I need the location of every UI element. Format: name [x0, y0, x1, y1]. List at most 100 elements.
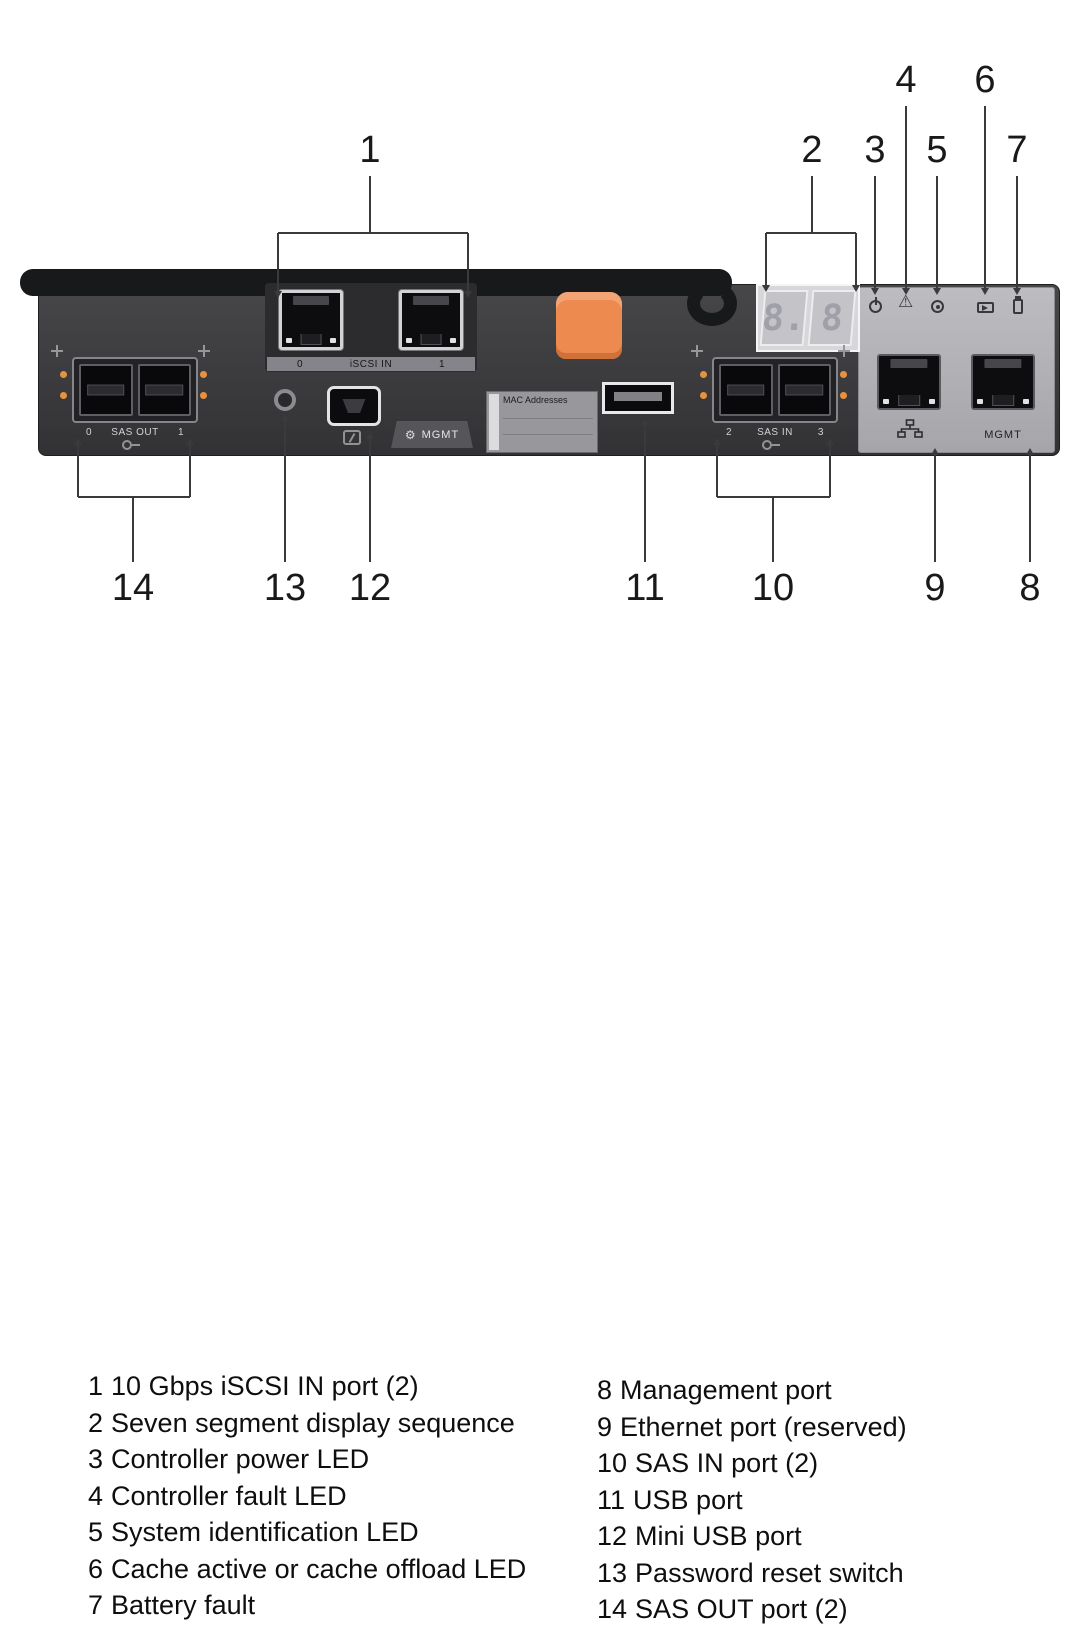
mini-usb-port	[327, 386, 381, 426]
legend-num: 8	[597, 1375, 613, 1405]
controller-rear-panel-diagram: 0 iSCSI IN 1 8. 8 ⚠ 0 SAS OUT 1	[0, 0, 1080, 660]
legend-num: 1	[88, 1371, 104, 1401]
sas-in-label-name: SAS IN	[757, 427, 793, 438]
legend-num: 4	[88, 1480, 104, 1511]
callout-number-2: 2	[801, 129, 823, 171]
legend-label: SAS OUT port (2)	[635, 1594, 848, 1624]
password-reset-switch	[274, 389, 296, 411]
ethernet-icon	[897, 419, 923, 438]
mac-address-sticker: MAC Addresses	[486, 391, 598, 453]
legend-label: 10 Gbps iSCSI IN port (2)	[111, 1371, 419, 1401]
screw-cross-icon	[51, 345, 63, 357]
legend-label: Controller power LED	[111, 1444, 370, 1474]
callout-number-4: 4	[895, 59, 917, 101]
system-id-led-icon	[931, 300, 944, 313]
iscsi-in-port-0	[279, 290, 343, 350]
mini-usb-icon	[343, 430, 361, 445]
screw-cross-icon	[838, 345, 850, 357]
legend-num: 7	[88, 1590, 104, 1620]
sticker-strip	[489, 394, 499, 450]
sas-in-label-2: 2	[726, 427, 733, 438]
legend-label: Battery fault	[111, 1590, 256, 1620]
legend-label: USB port	[633, 1484, 743, 1515]
iscsi-label-1: 1	[438, 358, 445, 370]
callout-number-10: 10	[751, 567, 795, 609]
sas-out-ports	[72, 357, 198, 423]
callout-number-6: 6	[974, 59, 996, 101]
sas-in-label-3: 3	[817, 427, 824, 438]
segment-digit-right: 8	[807, 290, 857, 346]
callout-number-13: 13	[263, 567, 307, 609]
callout-number-8: 8	[1019, 567, 1041, 609]
callout-number-1: 1	[359, 129, 381, 171]
legend-label: Mini USB port	[635, 1521, 802, 1551]
legend-label: Cache active or cache offload LED	[111, 1553, 527, 1584]
sas-in-label: 2 SAS IN 3	[716, 427, 834, 438]
sas-in-ports	[712, 357, 838, 423]
legend-label: Management port	[620, 1375, 832, 1405]
port-led	[883, 399, 889, 404]
mini-usb-mgmt-label: MGMT	[421, 428, 460, 441]
sas-in-led	[840, 371, 847, 378]
legend-label: Ethernet port (reserved)	[620, 1411, 907, 1442]
fault-led-icon: ⚠	[898, 292, 914, 311]
sas-in-led	[700, 392, 707, 399]
legend-num: 11	[597, 1484, 626, 1515]
sas-in-led	[700, 371, 707, 378]
legend-num: 5	[88, 1517, 104, 1547]
seven-segment-display: 8. 8	[756, 284, 860, 352]
sas-out-label-1: 1	[177, 427, 184, 438]
sas-out-led	[60, 371, 67, 378]
iscsi-label-name: iSCSI IN	[349, 358, 393, 370]
rj45-pins	[890, 359, 928, 368]
legend-num: 10	[597, 1448, 628, 1478]
legend-label: Password reset switch	[635, 1557, 904, 1588]
callout-number-7: 7	[1006, 129, 1028, 171]
sas-in-port-3	[777, 364, 831, 416]
key-icon	[762, 440, 780, 450]
rj45-pins	[293, 296, 329, 305]
legend-num: 6	[88, 1553, 104, 1584]
sticker-line	[503, 418, 593, 419]
rj45-clip	[420, 334, 442, 345]
legend-num: 9	[597, 1411, 613, 1442]
management-port	[971, 354, 1035, 410]
rj45-clip	[300, 334, 322, 345]
battery-fault-icon	[1013, 299, 1023, 314]
iscsi-label-0: 0	[297, 358, 304, 370]
screw-cross-icon	[691, 345, 703, 357]
sas-in-led	[840, 392, 847, 399]
port-led	[406, 338, 412, 343]
callout-number-12: 12	[348, 567, 392, 609]
sas-out-led	[60, 392, 67, 399]
mac-sticker-label: MAC Addresses	[503, 395, 568, 405]
legend-label: Seven segment display sequence	[111, 1407, 515, 1438]
segment-digit-left: 8.	[759, 290, 809, 346]
iscsi-in-port-1	[399, 290, 463, 350]
legend-num: 12	[597, 1521, 628, 1551]
port-led	[1023, 399, 1029, 404]
callout-number-9: 9	[924, 567, 946, 609]
port-led	[977, 399, 983, 404]
rj45-pins	[984, 359, 1022, 368]
rj45-pins	[413, 296, 449, 305]
port-led	[330, 338, 336, 343]
sas-in-port-2	[719, 364, 773, 416]
port-led	[450, 338, 456, 343]
release-latch	[556, 292, 622, 359]
callout-number-3: 3	[864, 129, 886, 171]
legend-label: System identification LED	[111, 1517, 419, 1547]
callout-number-5: 5	[926, 129, 948, 171]
sas-out-port-1	[137, 364, 191, 416]
